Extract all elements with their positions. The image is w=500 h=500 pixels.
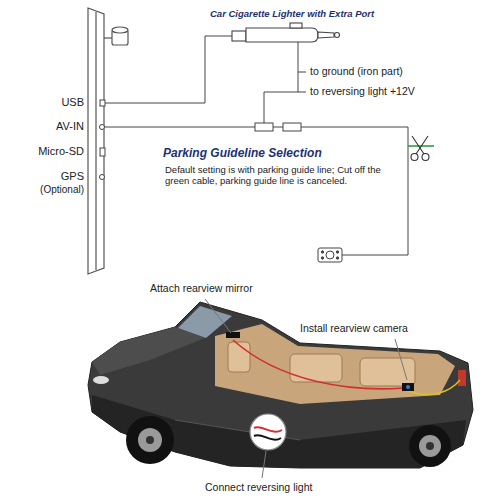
car-illustration bbox=[250, 414, 286, 450]
car-illustration bbox=[178, 306, 232, 338]
car-illustration bbox=[419, 435, 441, 457]
inline-connector bbox=[255, 123, 301, 131]
car-illustration bbox=[458, 370, 466, 386]
section-heading: Parking Guideline Selection bbox=[163, 146, 322, 160]
car-illustration bbox=[406, 385, 410, 389]
car-illustration bbox=[88, 302, 473, 468]
car-illustration bbox=[360, 358, 415, 386]
camera-symbol bbox=[321, 257, 323, 259]
leader-line bbox=[205, 299, 407, 478]
car-illustration bbox=[126, 416, 174, 464]
car-illustration bbox=[93, 376, 109, 384]
lighter-plug bbox=[232, 23, 340, 42]
scissors-symbol bbox=[422, 154, 429, 161]
car-illustration bbox=[146, 436, 154, 444]
car-illustration bbox=[402, 383, 414, 391]
car-illustration bbox=[406, 380, 460, 395]
port-label: AV-IN bbox=[14, 120, 84, 133]
port-symbol bbox=[100, 100, 105, 106]
wire bbox=[298, 92, 306, 93]
car-illustration bbox=[254, 435, 281, 440]
port-label: Micro-SD bbox=[14, 145, 84, 158]
camera-symbol bbox=[318, 248, 342, 262]
leader-line bbox=[262, 451, 266, 478]
wire bbox=[264, 92, 298, 123]
camera-symbol bbox=[321, 251, 323, 253]
mirror-device bbox=[112, 27, 128, 33]
car-illustration bbox=[290, 354, 342, 382]
car-illustration bbox=[88, 302, 473, 468]
wire bbox=[298, 42, 299, 92]
lighter-plug bbox=[318, 32, 334, 38]
car-illustration bbox=[233, 340, 404, 389]
car-illustration bbox=[226, 332, 240, 338]
mirror-device bbox=[95, 12, 96, 270]
inline-connector bbox=[255, 123, 273, 131]
port-symbol bbox=[100, 175, 105, 180]
callout-label: Install rearview camera bbox=[300, 322, 408, 335]
car-illustration bbox=[215, 324, 455, 404]
wire bbox=[273, 127, 283, 128]
car-illustration bbox=[254, 427, 282, 432]
wire bbox=[105, 127, 255, 128]
mirror-device bbox=[88, 8, 104, 274]
car-illustration bbox=[92, 395, 466, 468]
lighter-plug bbox=[232, 31, 246, 41]
mirror-device bbox=[88, 8, 128, 274]
mirror-device bbox=[104, 37, 112, 38]
leader-line bbox=[395, 339, 407, 380]
leader-line bbox=[205, 299, 231, 333]
lighter-plug bbox=[335, 33, 340, 38]
car-illustration bbox=[426, 442, 434, 450]
part-title: Car Cigarette Lighter with Extra Port bbox=[210, 8, 374, 19]
note-text: Default setting is with parking guide li… bbox=[165, 164, 387, 187]
port-symbol bbox=[100, 100, 106, 180]
car-illustration bbox=[228, 342, 250, 372]
scissors-symbol bbox=[411, 136, 429, 161]
port-symbol bbox=[100, 125, 105, 130]
port-label: (Optional) bbox=[14, 184, 84, 196]
wire bbox=[105, 36, 408, 255]
port-symbol bbox=[100, 148, 105, 156]
lighter-plug bbox=[290, 23, 302, 28]
wire-label: to reversing light +12V bbox=[310, 85, 415, 98]
car-illustration bbox=[138, 428, 162, 452]
camera-symbol bbox=[336, 257, 338, 259]
car-illustration bbox=[409, 425, 451, 467]
port-label: GPS bbox=[14, 170, 84, 183]
wire bbox=[105, 36, 232, 103]
car-illustration bbox=[92, 327, 205, 375]
scissors-symbol bbox=[412, 136, 424, 154]
camera-symbol bbox=[336, 251, 338, 253]
camera-symbol bbox=[318, 248, 342, 262]
inline-connector bbox=[283, 123, 301, 131]
callout-label: Connect reversing light bbox=[205, 481, 312, 494]
callout-label: Attach rearview mirror bbox=[150, 282, 253, 295]
scissors-symbol bbox=[411, 154, 418, 161]
lighter-plug bbox=[246, 28, 318, 42]
wire-label: to ground (iron part) bbox=[310, 65, 403, 78]
wire bbox=[298, 72, 306, 73]
camera-symbol bbox=[326, 251, 334, 259]
port-label: USB bbox=[14, 96, 84, 109]
